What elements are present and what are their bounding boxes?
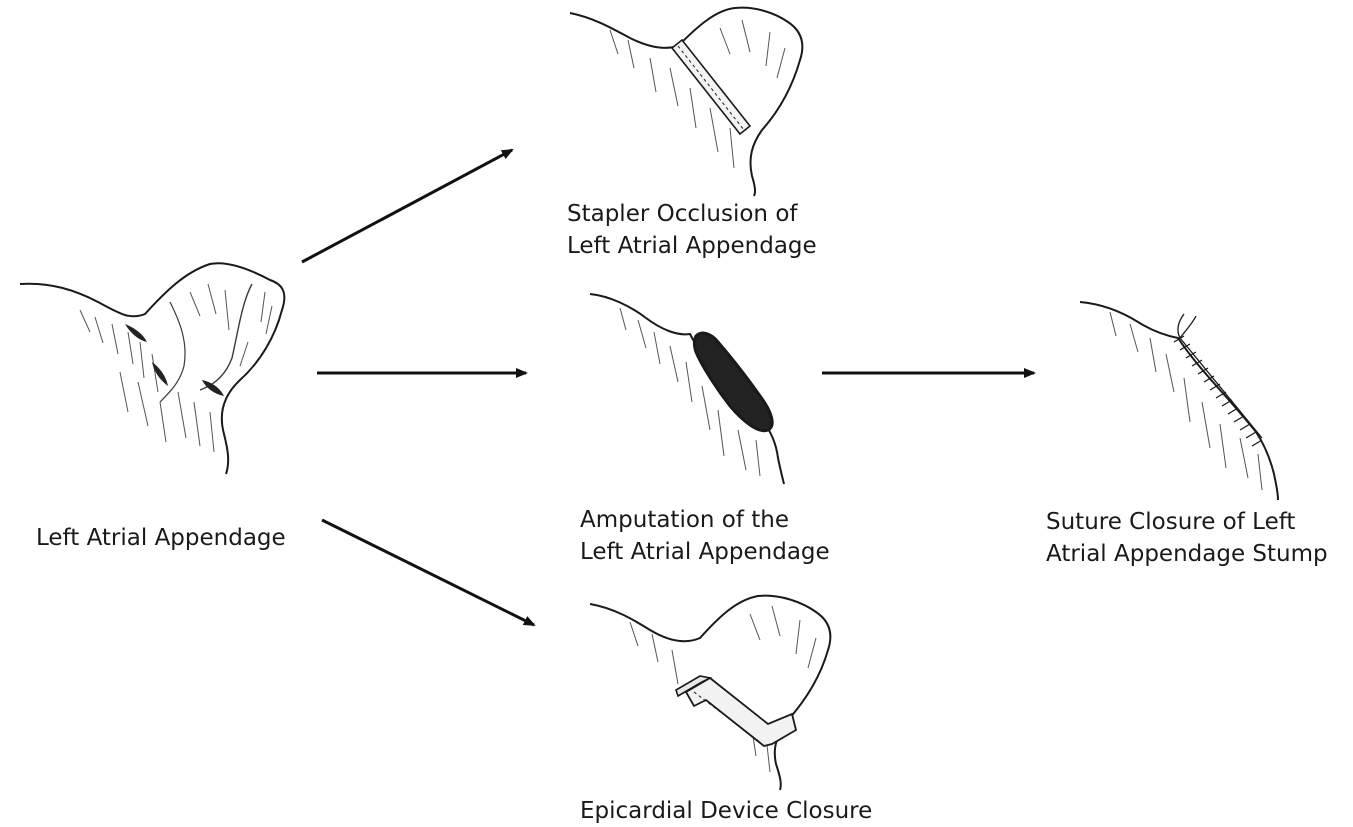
caption-line: Suture Closure of Left xyxy=(1046,506,1328,538)
caption-epicardial-device: Epicardial Device Closure xyxy=(580,795,872,827)
arrow-to-stapler xyxy=(302,150,512,262)
amputation-drawing xyxy=(590,294,784,484)
caption-line: Atrial Appendage Stump xyxy=(1046,538,1328,570)
laa-ridge xyxy=(160,302,185,402)
caption-line: Left Atrial Appendage xyxy=(36,522,286,554)
caption-left-atrial-appendage: Left Atrial Appendage xyxy=(36,522,286,554)
caption-suture-closure: Suture Closure of Left Atrial Appendage … xyxy=(1046,506,1328,570)
suture-outline xyxy=(1080,302,1278,500)
caption-stapler-occlusion: Stapler Occlusion of Left Atrial Appenda… xyxy=(567,198,817,262)
laa-outline xyxy=(20,263,284,474)
epicardial-clip xyxy=(676,676,796,746)
laa-original-drawing xyxy=(20,263,284,474)
arrow-to-epicardial xyxy=(322,520,534,625)
stapler-occlusion-drawing xyxy=(570,8,802,196)
caption-line: Stapler Occlusion of xyxy=(567,198,817,230)
staple-line xyxy=(672,40,750,134)
caption-line: Left Atrial Appendage xyxy=(567,230,817,262)
caption-line: Epicardial Device Closure xyxy=(580,795,872,827)
epicardial-device-drawing xyxy=(590,596,830,790)
caption-amputation: Amputation of the Left Atrial Appendage xyxy=(580,504,830,568)
caption-line: Left Atrial Appendage xyxy=(580,536,830,568)
amputation-stump xyxy=(695,333,773,431)
stapler-laa-outline xyxy=(570,8,802,196)
caption-line: Amputation of the xyxy=(580,504,830,536)
suture-closure-drawing xyxy=(1080,302,1278,500)
suture-line xyxy=(1174,314,1262,446)
